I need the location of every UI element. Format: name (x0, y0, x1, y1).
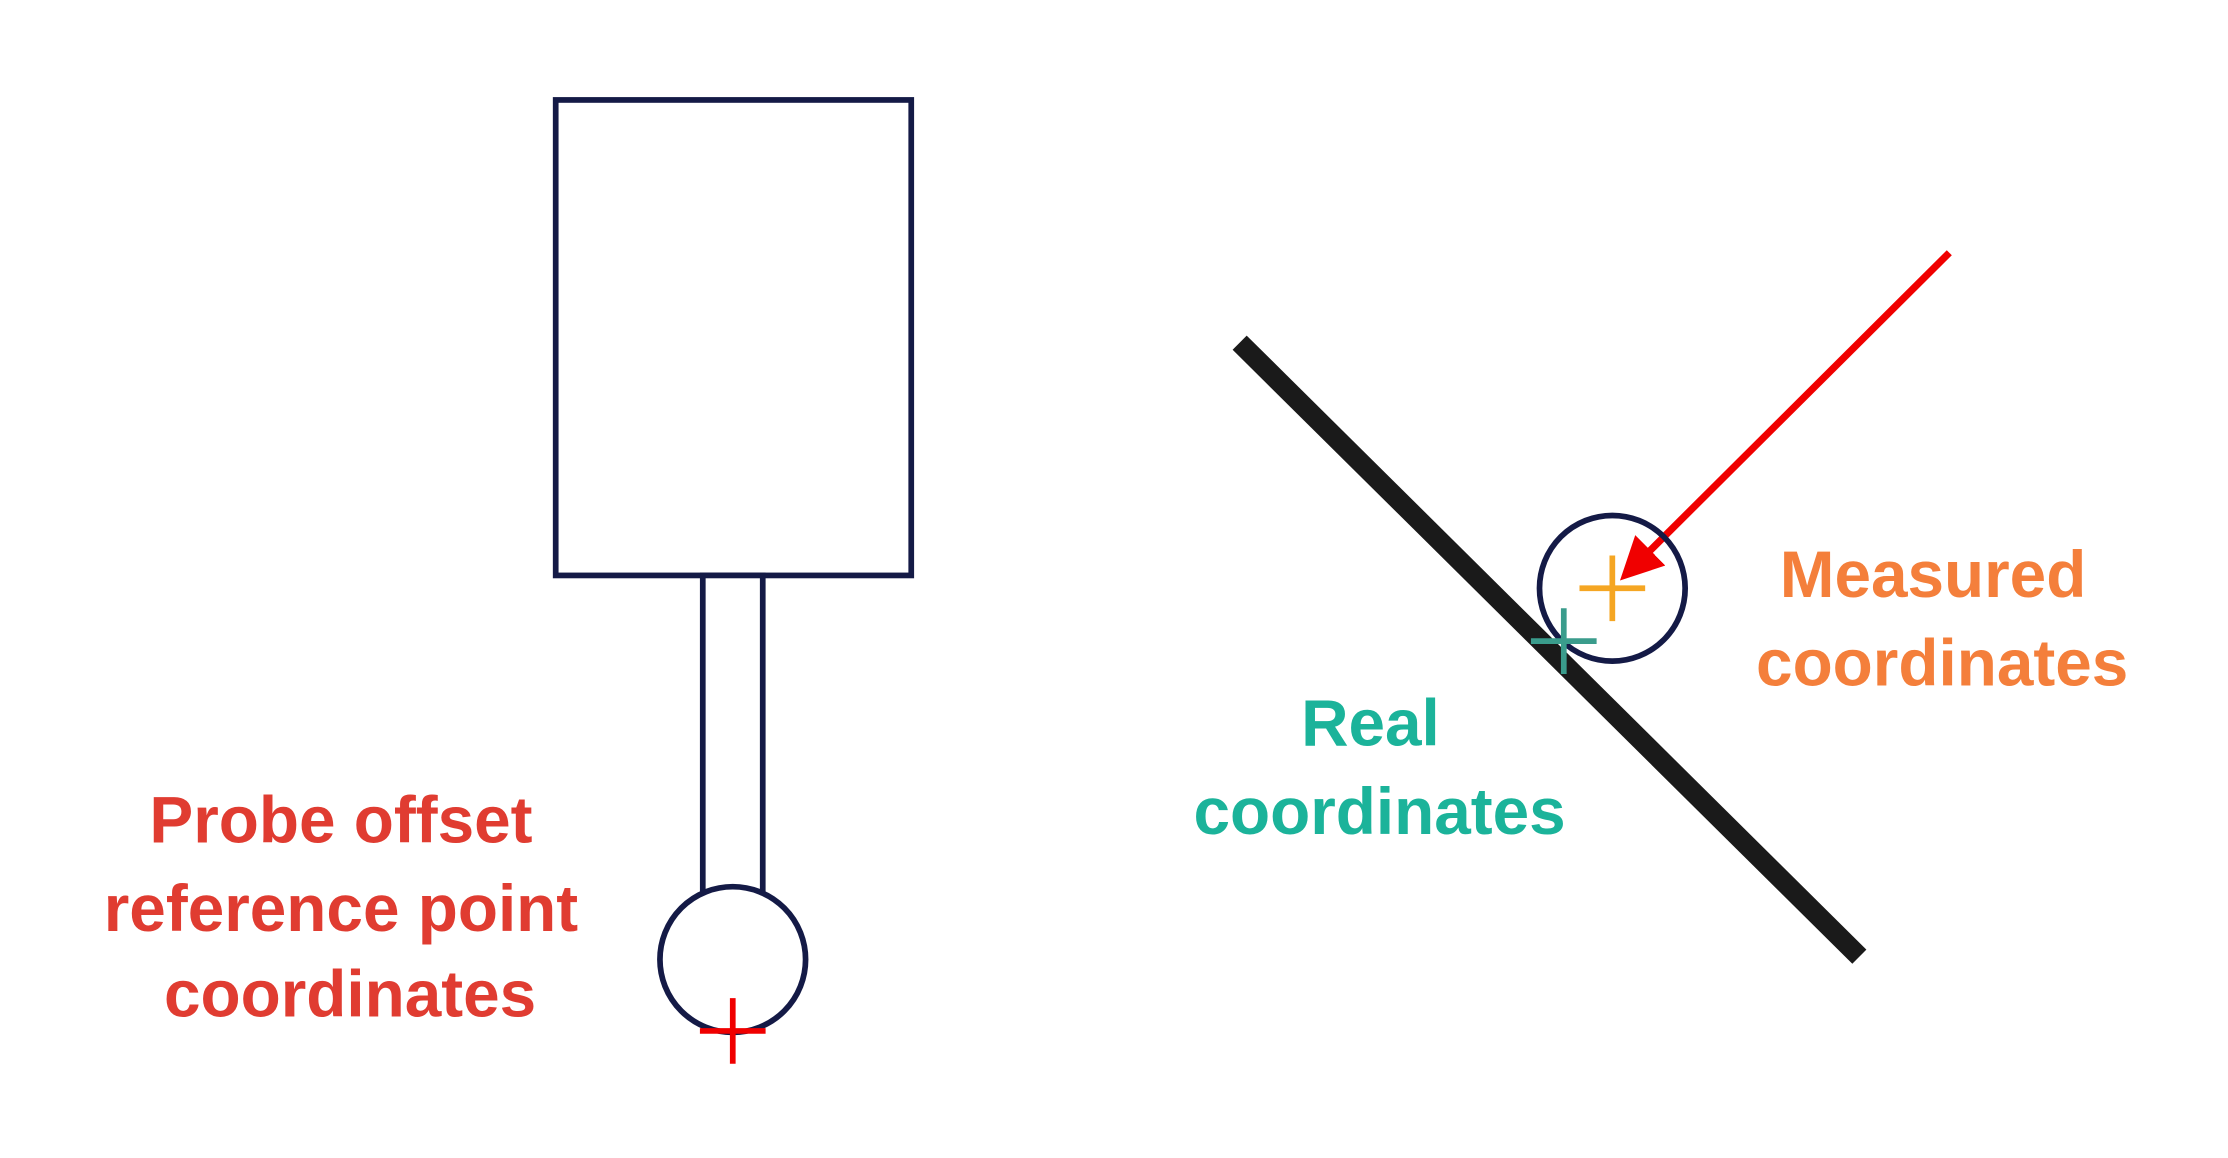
measured-coordinates-label: Measured coordinates (1756, 538, 2128, 700)
real-coordinates-label: Real coordinates (1193, 686, 1565, 848)
measured-point-cross-icon (1579, 555, 1646, 622)
probe-stem (699, 572, 766, 899)
approach-arrow (1619, 250, 1952, 581)
probe (552, 97, 915, 1064)
probe-body (552, 97, 915, 579)
workpiece-surface (1232, 335, 1867, 964)
probe-ball-contact (1536, 512, 1689, 664)
probe-offset-label: Probe offset reference point coordinates (104, 783, 597, 1030)
reference-point-cross-icon (699, 998, 766, 1064)
real-point-cross-icon (1530, 608, 1597, 674)
